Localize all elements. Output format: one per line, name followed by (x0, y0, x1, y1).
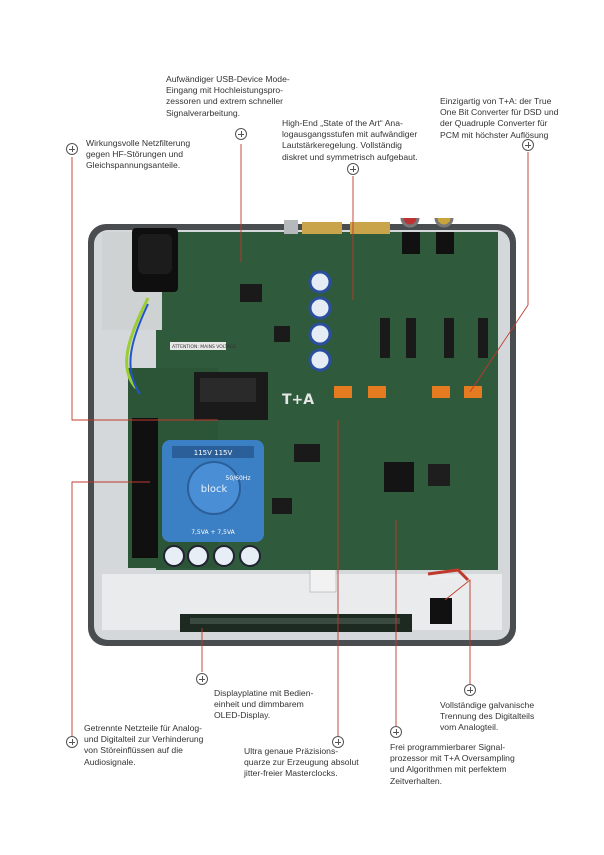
pcb-brand-logo: T+A (282, 392, 314, 408)
attention-label: ATTENTION: MAINS VOLTAGE (172, 344, 237, 350)
pcb-illustration: block 115V 115V 50/60Hz 7,5VA + 7,5VA (88, 208, 516, 646)
marker-highend[interactable] (347, 163, 359, 175)
note-usb-input: Aufwändiger USB-Device Mode- Eingang mit… (166, 74, 290, 118)
marker-dsp[interactable] (390, 726, 402, 738)
note-mains-filter: Wirkungsvolle Netzfilterung gegen HF-Stö… (86, 138, 191, 171)
note-display-board: Displayplatine mit Bedien- einheit und d… (214, 688, 314, 721)
note-precision-clocks: Ultra genaue Präzisions- quarze zur Erze… (244, 746, 359, 779)
marker-einzigartig[interactable] (522, 139, 534, 151)
note-dsp: Frei programmierbarer Signal- prozessor … (390, 742, 515, 786)
marker-galvanisch[interactable] (464, 684, 476, 696)
note-galvanic-isolation: Vollständige galvanische Trennung des Di… (440, 700, 535, 733)
note-separate-supplies: Getrennte Netzteile für Analog- und Digi… (84, 723, 204, 767)
marker-usb[interactable] (235, 128, 247, 140)
note-converter: Einzigartig von T+A: der True One Bit Co… (440, 96, 559, 140)
transformer-voltage: 115V 115V (194, 449, 233, 457)
device-photo: block 115V 115V 50/60Hz 7,5VA + 7,5VA (88, 208, 516, 648)
transformer-brand: block (201, 484, 228, 495)
marker-display[interactable] (196, 673, 208, 685)
marker-netzteile[interactable] (66, 736, 78, 748)
transformer-frequency: 50/60Hz (226, 475, 251, 482)
marker-quarze[interactable] (332, 736, 344, 748)
marker-netzfilter[interactable] (66, 143, 78, 155)
note-analog-output: High-End „State of the Art“ Ana- logausg… (282, 118, 418, 162)
transformer-rating: 7,5VA + 7,5VA (191, 529, 235, 536)
